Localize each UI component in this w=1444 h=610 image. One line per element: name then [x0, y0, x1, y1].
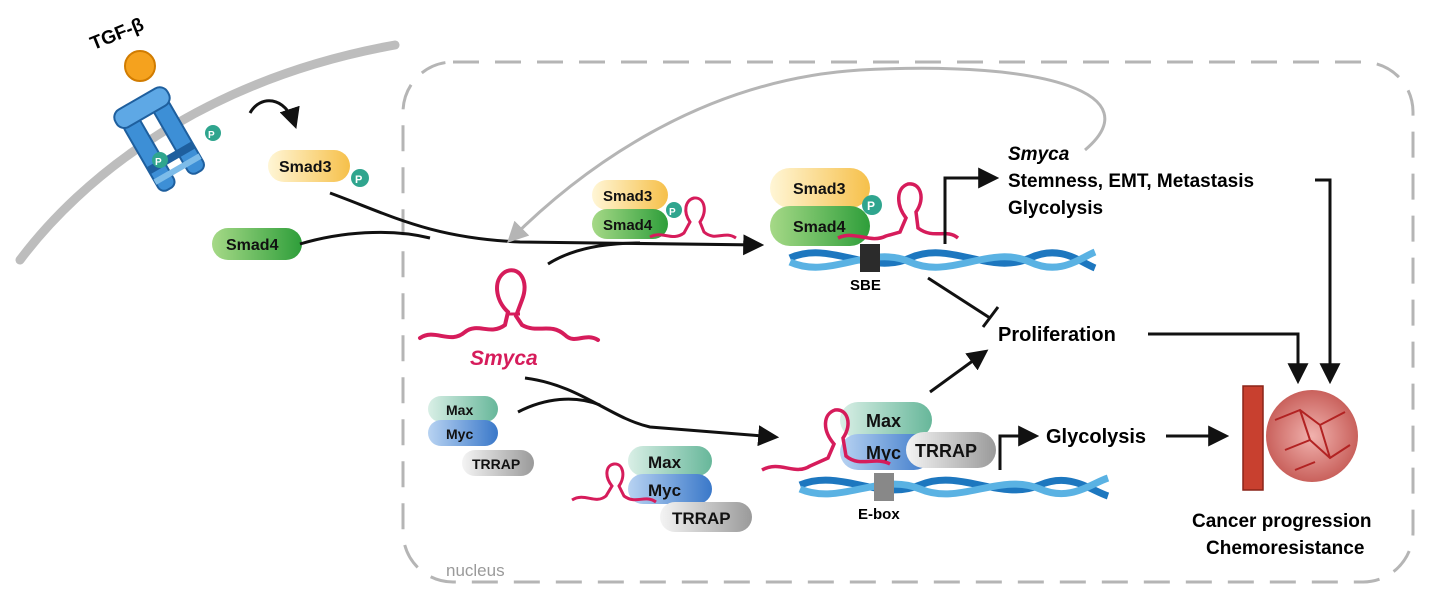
complex3-max	[628, 446, 712, 476]
nucleus-label: nucleus	[446, 561, 505, 580]
smyca-to-smad-line	[547, 241, 641, 266]
outcome-glycolysis-top: Glycolysis	[1008, 198, 1103, 219]
sbe-inhibits-proliferation	[927, 276, 991, 320]
complex2-smad3-label: Smad3	[793, 181, 846, 198]
complex4-trrap-label: TRRAP	[915, 441, 977, 461]
complex2-phospho-label: P	[867, 199, 875, 213]
sbe-label: SBE	[850, 277, 881, 294]
complex3-trrap	[660, 502, 752, 532]
smad3-phospho	[351, 169, 369, 187]
complex1-smyca	[649, 196, 737, 240]
myc-to-complex-line	[517, 397, 601, 414]
smad4-cytoplasm-label: Smad4	[226, 237, 279, 254]
outcome-proliferation: Proliferation	[998, 324, 1116, 346]
complex3-myc	[628, 474, 712, 504]
free-myc-label: Myc	[446, 426, 473, 442]
free-trrap-label: TRRAP	[472, 456, 520, 472]
blood-vessel	[1242, 385, 1264, 491]
free-myc	[428, 420, 498, 446]
complex2-smyca	[837, 182, 960, 241]
ebox-to-glycolysis-arrow	[998, 425, 1040, 470]
dna-ebox	[798, 474, 1110, 500]
smad4-translocation-line	[299, 230, 431, 246]
dna-sbe	[788, 248, 1097, 272]
complex3-max-label: Max	[648, 453, 682, 472]
complex4-myc-label: Myc	[866, 443, 901, 463]
smad3-cytoplasm	[268, 150, 350, 182]
complex1-smad3	[592, 180, 668, 210]
complex2-smad3	[770, 168, 870, 208]
outcome-chemoresistance: Chemoresistance	[1206, 538, 1364, 559]
complex4-max-label: Max	[866, 411, 901, 431]
tgf-beta-ligand	[124, 50, 156, 82]
inhibition-bar	[981, 306, 1000, 328]
free-max-label: Max	[446, 402, 473, 418]
smad4-cytoplasm	[212, 228, 302, 260]
receptor-phospho-label-2: P	[155, 157, 162, 168]
stemness-to-cancer-arrow	[1315, 178, 1341, 385]
complex4-max	[840, 402, 932, 438]
proliferation-to-cancer-arrow	[1148, 332, 1309, 385]
complex1-phospho	[666, 202, 682, 218]
sbe-box	[860, 244, 880, 272]
complex1-phospho-label: P	[669, 207, 676, 218]
complex1-smad3-label: Smad3	[603, 188, 652, 205]
free-trrap	[462, 450, 534, 476]
complex2-phospho	[862, 195, 882, 215]
smyca-to-myc-line	[524, 376, 780, 447]
tgf-beta-receptor	[113, 86, 205, 192]
smyca-label: Smyca	[470, 347, 538, 370]
complex3-smyca	[571, 462, 657, 504]
phosphorylation-arrow	[248, 99, 300, 129]
smad3-translocation-line	[329, 191, 765, 256]
tumor-cell-network	[1274, 408, 1351, 471]
smad3-phospho-label: P	[355, 174, 362, 186]
complex3-trrap-label: TRRAP	[672, 509, 731, 528]
ebox-box	[874, 473, 894, 501]
complex1-smad4	[592, 209, 668, 239]
receptor-phospho-label-1: P	[208, 130, 215, 141]
receptor-phospho-2	[152, 152, 168, 168]
complex2-smad4-label: Smad4	[793, 219, 846, 236]
outcome-stemness: Stemness, EMT, Metastasis	[1008, 171, 1254, 192]
cell-membrane	[15, 40, 400, 265]
smyca-lncrna	[418, 268, 600, 342]
sbe-to-stemness-arrow	[943, 167, 1000, 244]
tumor-icon	[1266, 390, 1358, 482]
feedback-arrow	[507, 66, 1107, 243]
complex4-trrap	[906, 432, 996, 468]
smad3-cytoplasm-label: Smad3	[279, 159, 332, 176]
complex3-myc-label: Myc	[648, 481, 681, 500]
ebox-to-proliferation-arrow	[929, 349, 989, 394]
free-max	[428, 396, 498, 422]
nucleus-boundary	[401, 60, 1415, 584]
complex1-smad4-label: Smad4	[603, 217, 653, 234]
tgf-beta-label: TGF-β	[87, 14, 147, 54]
outcome-cancer-progression: Cancer progression	[1192, 511, 1372, 532]
receptor-phospho-1	[205, 125, 221, 141]
ebox-label: E-box	[858, 506, 900, 523]
outcome-smyca: Smyca	[1008, 144, 1070, 165]
outcome-glycolysis-bottom: Glycolysis	[1046, 426, 1146, 448]
complex4-smyca	[761, 408, 891, 472]
